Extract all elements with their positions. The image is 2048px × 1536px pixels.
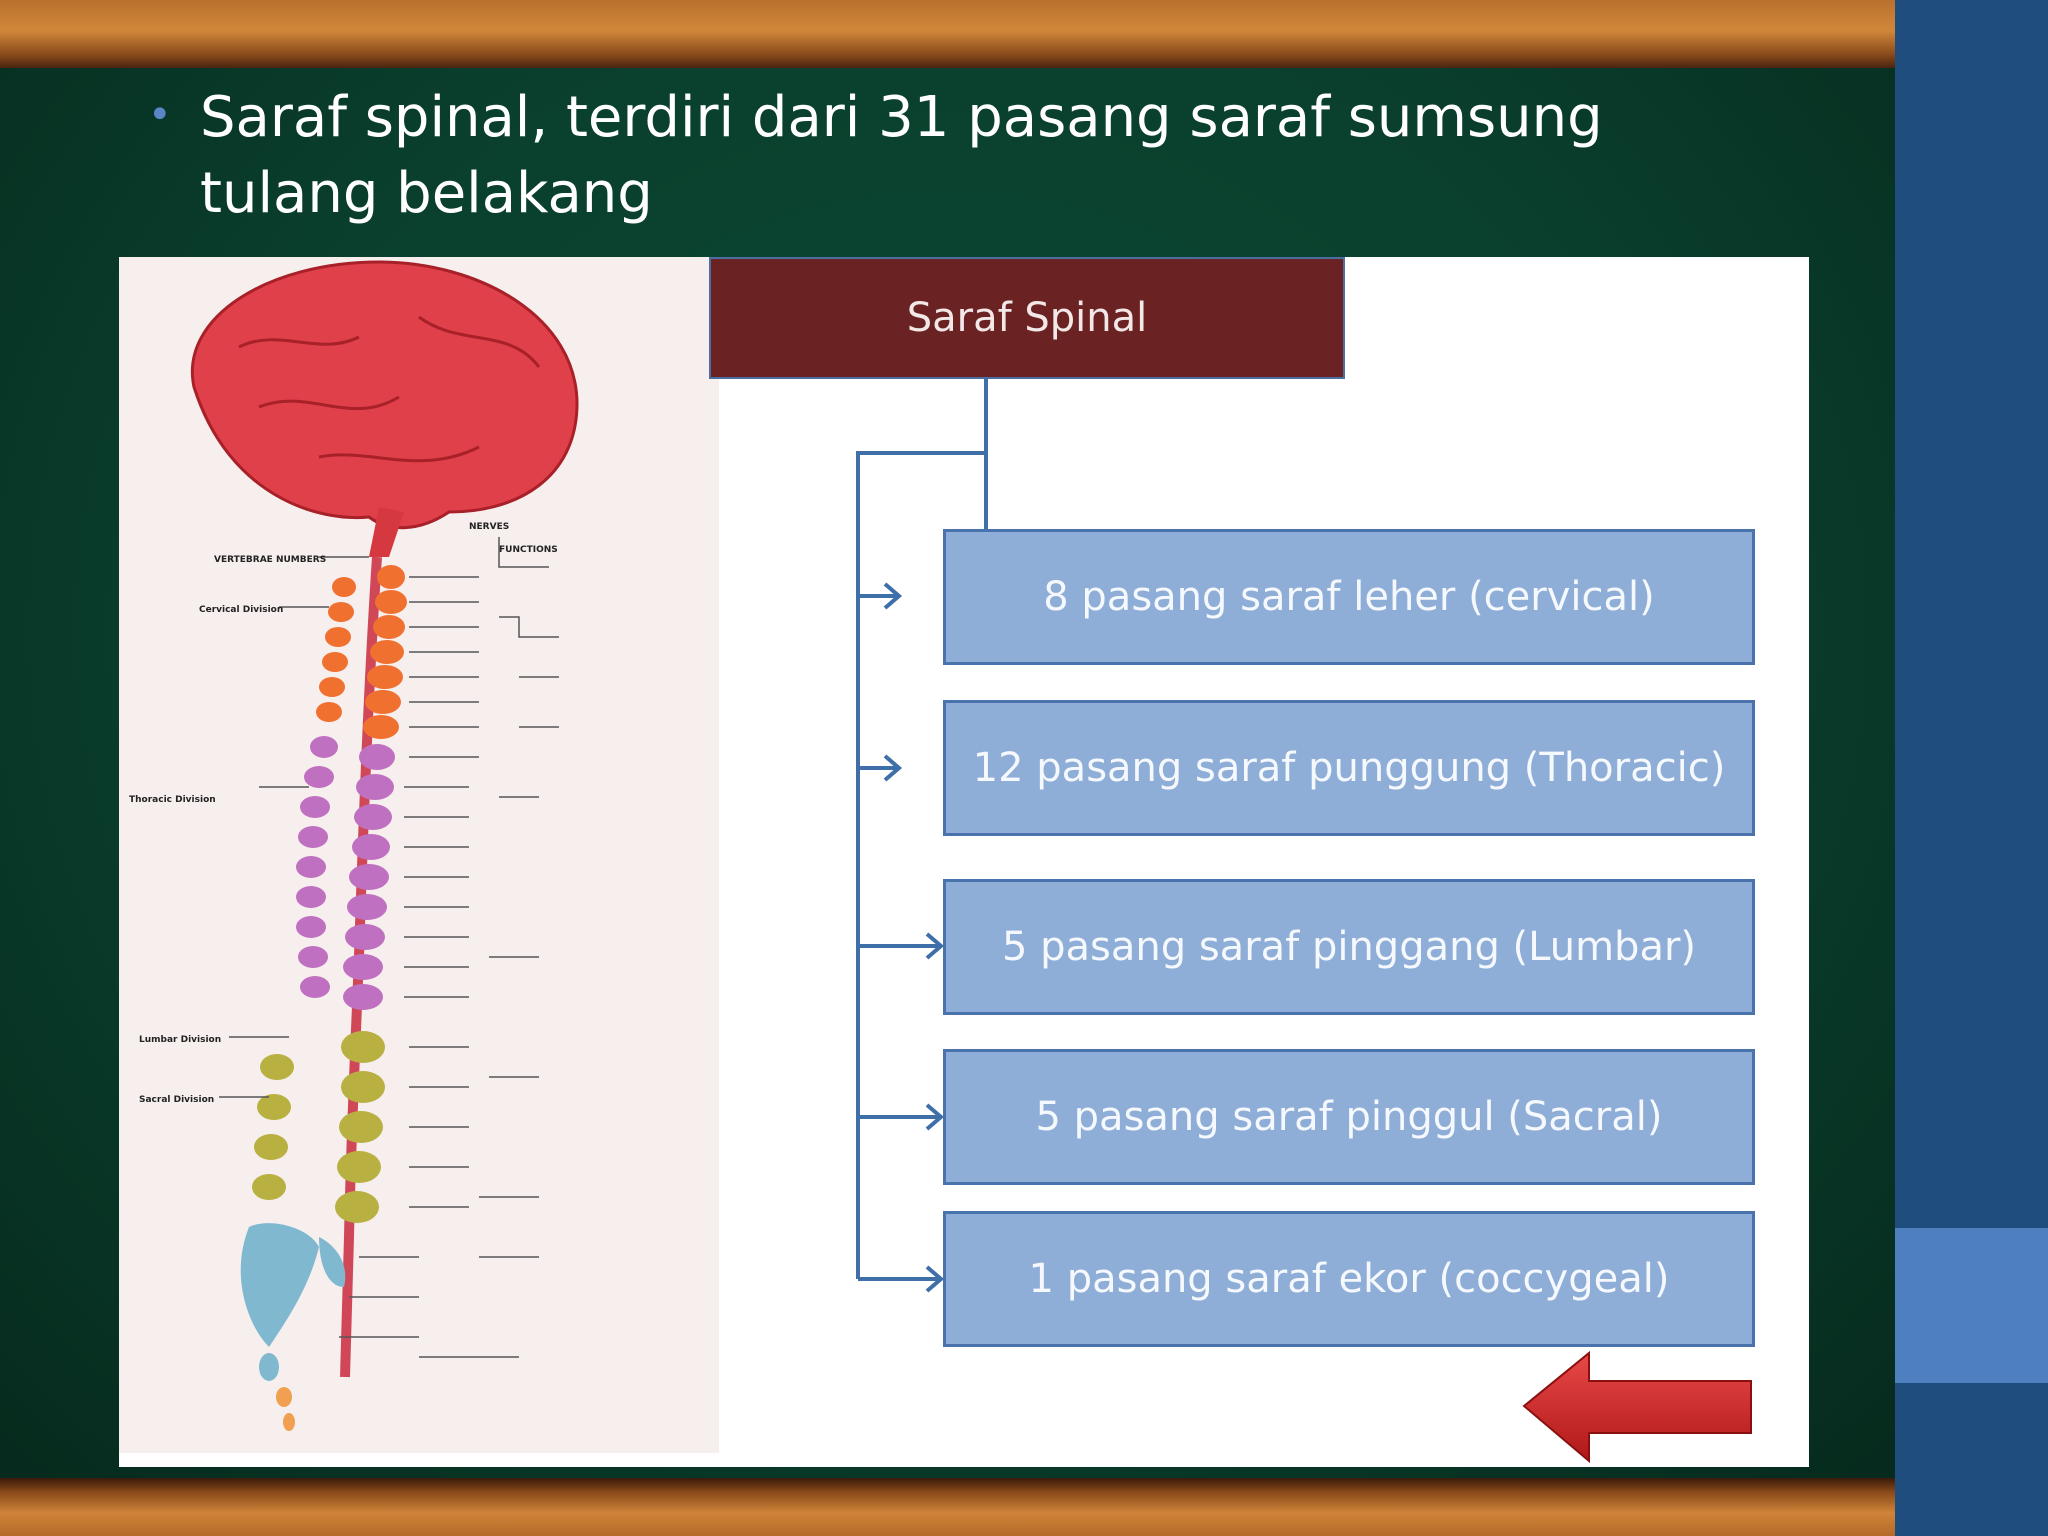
sacral-vertebrae	[240, 1223, 346, 1381]
spinal-anatomy-illustration: NERVES FUNCTIONS VERTEBRAE NUMBERS Cervi…	[119, 257, 719, 1453]
thoracic-vertebrae	[296, 736, 395, 1010]
vertebral-numbers-label: VERTEBRAE NUMBERS	[214, 555, 326, 565]
root-node-saraf-spinal: Saraf Spinal	[709, 257, 1345, 379]
cervical-vertebrae	[316, 565, 407, 739]
child-node-thoracic: 12 pasang saraf punggung (Thoracic)	[943, 700, 1755, 836]
side-panel-accent	[1895, 1228, 2048, 1383]
nerves-label: NERVES	[469, 522, 509, 532]
top-wood-frame	[0, 0, 1895, 68]
functions-label: FUNCTIONS	[499, 545, 558, 555]
slide-title: Saraf spinal, terdiri dari 31 pasang sar…	[200, 85, 1603, 226]
lumbar-division-label: Lumbar Division	[139, 1035, 221, 1045]
tree-connectors	[856, 379, 988, 1293]
cervical-division-label: Cervical Division	[199, 605, 283, 615]
child-node-sacral: 5 pasang saraf pinggul (Sacral)	[943, 1049, 1755, 1185]
content-image: NERVES FUNCTIONS VERTEBRAE NUMBERS Cervi…	[119, 257, 1809, 1467]
child-node-cervical: 8 pasang saraf leher (cervical)	[943, 529, 1755, 665]
coccyx	[276, 1387, 295, 1431]
nerve-leader-lines	[219, 537, 559, 1358]
sacral-division-label: Sacral Division	[139, 1095, 214, 1105]
bottom-wood-frame	[0, 1478, 1895, 1536]
back-arrow-icon[interactable]	[1519, 1349, 1759, 1464]
lumbar-vertebrae	[252, 1031, 385, 1223]
brain-icon	[190, 260, 579, 557]
child-node-coccygeal: 1 pasang saraf ekor (coccygeal)	[943, 1211, 1755, 1347]
bullet-icon: •	[148, 92, 172, 138]
child-node-lumbar: 5 pasang saraf pinggang (Lumbar)	[943, 879, 1755, 1015]
thoracic-division-label: Thoracic Division	[129, 795, 216, 805]
